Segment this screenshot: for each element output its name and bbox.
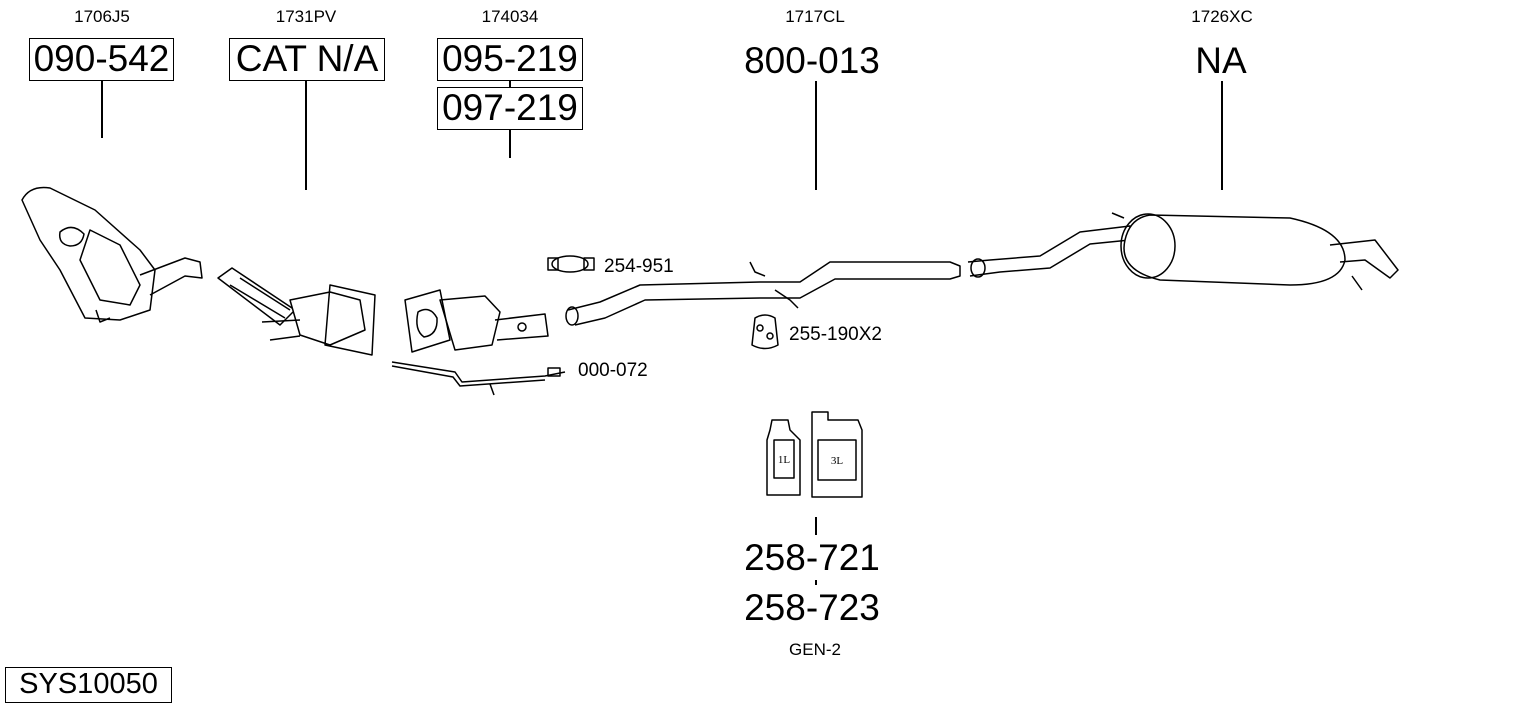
leader-line [1221, 81, 1223, 190]
bottle-3l-label: 3L [831, 455, 844, 467]
oem-code-5: 1726XC [1191, 7, 1253, 26]
fluid-ref-1[interactable]: 258-721 [744, 537, 880, 578]
leader-line [509, 81, 511, 87]
fluid-ref-2[interactable]: 258-723 [744, 587, 880, 628]
oem-code-4: 1717CL [785, 7, 845, 26]
leader-line [815, 517, 817, 535]
part-ref-box-3a[interactable]: 095-219 [437, 38, 583, 81]
leader-line [815, 580, 817, 585]
catalyst-drawing[interactable] [217, 267, 376, 356]
rear-silencer-drawing[interactable] [967, 212, 1399, 291]
rubber-mount-icon[interactable] [751, 314, 779, 350]
clamp-ref[interactable]: 254-951 [604, 256, 674, 277]
dpf-drawing[interactable] [404, 289, 549, 353]
middle-pipe-drawing[interactable] [565, 261, 961, 326]
sensor-drawing[interactable] [391, 361, 566, 396]
fluid-note: GEN-2 [789, 640, 841, 659]
oem-code-3: 174034 [481, 7, 539, 26]
part-ref-box-1[interactable]: 090-542 [29, 38, 174, 81]
manifold-drawing[interactable] [21, 186, 203, 323]
oem-code-2: 1731PV [275, 7, 337, 26]
sensor-ref[interactable]: 000-072 [578, 360, 648, 381]
bottle-1l-label: 1L [778, 454, 791, 466]
rubber-mount-ref[interactable]: 255-190X2 [789, 324, 882, 345]
fluid-bottle-1l-icon [766, 419, 801, 496]
part-ref-4[interactable]: 800-013 [744, 40, 880, 81]
leader-line [101, 81, 103, 138]
leader-line [305, 81, 307, 190]
leader-line [509, 130, 511, 158]
fluid-bottle-3l-icon [811, 411, 863, 498]
leader-line [815, 81, 817, 190]
part-ref-5[interactable]: NA [1195, 40, 1247, 81]
oem-code-1: 1706J5 [74, 7, 130, 26]
clamp-icon[interactable] [547, 255, 595, 273]
part-ref-box-2[interactable]: CAT N/A [229, 38, 385, 81]
system-code: SYS10050 [5, 667, 172, 703]
part-ref-box-3b[interactable]: 097-219 [437, 87, 583, 130]
